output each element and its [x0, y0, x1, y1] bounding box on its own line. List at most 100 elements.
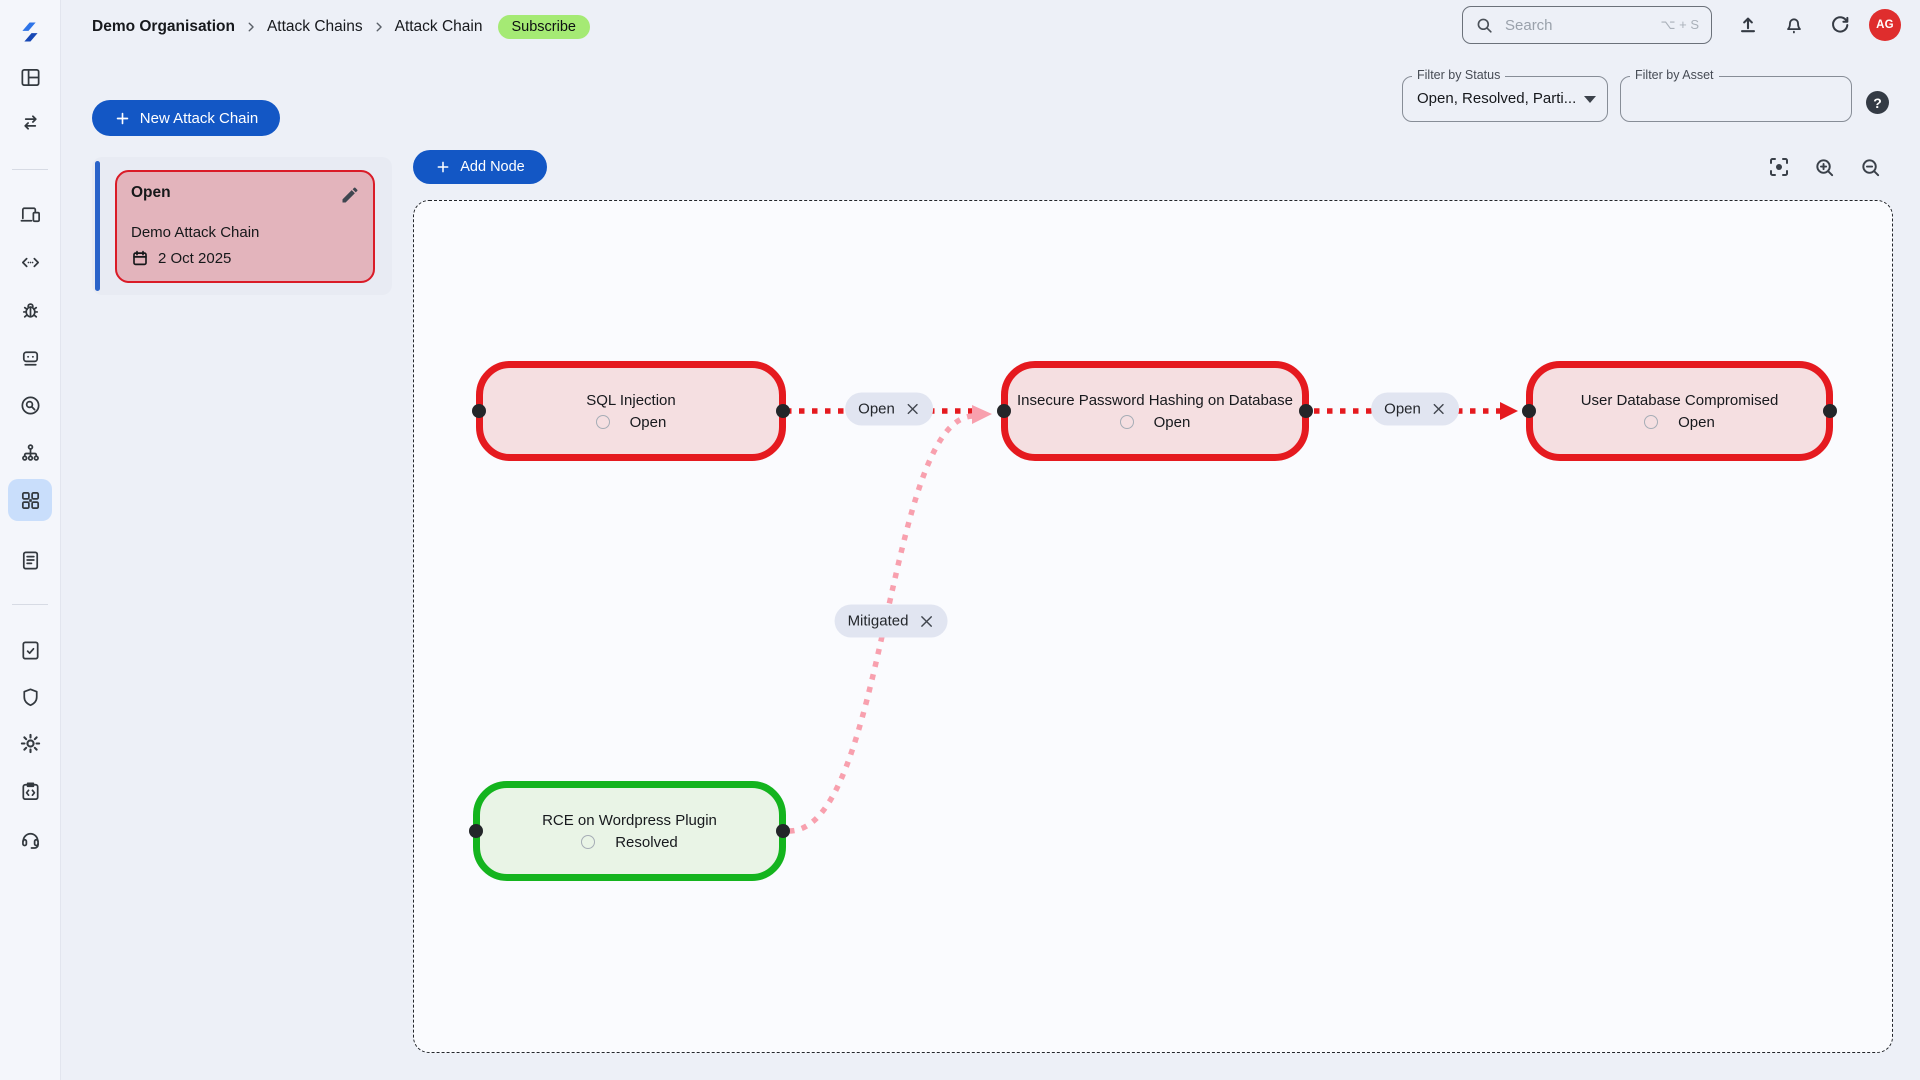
- edit-chain-button[interactable]: [340, 185, 360, 205]
- node-insecure-password-hashing[interactable]: Insecure Password Hashing on Database Op…: [997, 361, 1313, 461]
- attack-chain-canvas[interactable]: SQL Injection Open Insecure Password Has…: [413, 200, 1893, 1053]
- node-handle-right[interactable]: [776, 824, 790, 838]
- plus-icon: [437, 161, 449, 173]
- help-button[interactable]: ?: [1866, 91, 1889, 114]
- node-title: SQL Injection: [586, 391, 676, 409]
- zoom-out-button[interactable]: [1855, 152, 1885, 182]
- filter-asset-label: Filter by Asset: [1630, 68, 1719, 82]
- devices-icon: [20, 206, 40, 222]
- node-handle-right[interactable]: [1823, 404, 1837, 418]
- plus-icon: [116, 112, 129, 124]
- pencil-icon: [342, 187, 358, 203]
- edge-label-text: Open: [1384, 400, 1421, 418]
- filter-status-value: Open, Resolved, Parti...: [1417, 90, 1577, 107]
- node-handle-left[interactable]: [997, 404, 1011, 418]
- node-user-database-compromised[interactable]: User Database Compromised Open: [1522, 361, 1837, 461]
- sidebar-divider: [12, 604, 48, 605]
- sidebar-item-robot[interactable]: [0, 336, 60, 380]
- node-status: Open: [629, 413, 667, 431]
- sidebar-item-bug[interactable]: [0, 288, 60, 332]
- edge-label-text: Open: [858, 400, 895, 418]
- filter-asset-input[interactable]: [1621, 77, 1849, 119]
- edges-layer: [786, 402, 1518, 834]
- sidebar-item-shield[interactable]: [0, 675, 60, 719]
- sidebar-item-reports[interactable]: [0, 538, 60, 582]
- search-icon: [1477, 18, 1492, 33]
- sidebar: [0, 0, 61, 1080]
- code-icon: [21, 257, 39, 267]
- refresh-icon: [1832, 16, 1849, 33]
- upload-icon: [1740, 17, 1756, 33]
- breadcrumb-attack-chains[interactable]: Attack Chains: [266, 18, 363, 35]
- robot-icon: [22, 350, 38, 366]
- subscribe-badge[interactable]: Subscribe: [497, 15, 590, 39]
- close-icon: [907, 403, 918, 415]
- report-document-icon: [22, 550, 38, 570]
- refresh-button[interactable]: [1825, 10, 1855, 40]
- status-radio[interactable]: [1119, 415, 1134, 429]
- close-icon: [921, 615, 932, 627]
- filter-asset-field[interactable]: Filter by Asset: [1620, 68, 1852, 122]
- node-handle-left[interactable]: [469, 824, 483, 838]
- scope-icon: [20, 395, 40, 415]
- sidebar-item-sitemap[interactable]: [0, 431, 60, 475]
- edge-mitigated-arrowhead: [972, 405, 992, 424]
- search-box[interactable]: ⌥ + S: [1462, 6, 1712, 44]
- sidebar-item-attack-chains[interactable]: [0, 478, 60, 522]
- avatar[interactable]: AG: [1869, 9, 1901, 41]
- add-node-button[interactable]: Add Node: [413, 150, 547, 184]
- breadcrumb-attack-chain[interactable]: Attack Chain: [394, 18, 483, 35]
- sidebar-item-clipboard[interactable]: [0, 769, 60, 813]
- status-radio[interactable]: [581, 835, 596, 849]
- node-handle-left[interactable]: [472, 404, 486, 418]
- node-sql-injection[interactable]: SQL Injection Open: [472, 361, 790, 461]
- new-attack-chain-button[interactable]: New Attack Chain: [92, 100, 280, 136]
- chevron-right-icon: [376, 22, 382, 32]
- chain-list-panel: Open Demo Attack Chain 2 Oct 2025: [92, 157, 392, 295]
- dashboard-layout-icon: [20, 68, 40, 86]
- breadcrumb-org[interactable]: Demo Organisation: [92, 18, 235, 35]
- sidebar-divider: [12, 169, 48, 170]
- search-input[interactable]: [1503, 15, 1637, 35]
- node-title: User Database Compromised: [1580, 391, 1779, 409]
- settings-gear-icon: [20, 733, 40, 753]
- fit-view-button[interactable]: [1764, 152, 1794, 182]
- close-icon: [1433, 403, 1444, 415]
- zoom-in-icon: [1815, 158, 1833, 176]
- sidebar-item-devices[interactable]: [0, 192, 60, 236]
- sidebar-item-code[interactable]: [0, 240, 60, 284]
- status-radio[interactable]: [595, 415, 610, 429]
- app-logo-icon: [22, 22, 38, 42]
- remove-edge-button[interactable]: [905, 402, 920, 417]
- sidebar-item-settings[interactable]: [0, 721, 60, 765]
- sidebar-item-swap[interactable]: [0, 100, 60, 144]
- status-radio[interactable]: [1644, 415, 1659, 429]
- edge-label-open-1[interactable]: Open: [845, 392, 933, 426]
- node-title: Insecure Password Hashing on Database: [1017, 391, 1293, 409]
- app-logo[interactable]: [0, 10, 60, 54]
- attack-chain-card[interactable]: Open Demo Attack Chain 2 Oct 2025: [115, 170, 375, 283]
- chain-card-date: 2 Oct 2025: [158, 249, 232, 267]
- node-rce-wordpress-plugin[interactable]: RCE on Wordpress Plugin Resolved: [469, 781, 790, 881]
- node-handle-right[interactable]: [1299, 404, 1313, 418]
- edge-label-open-2[interactable]: Open: [1371, 392, 1459, 426]
- sidebar-item-scope[interactable]: [0, 383, 60, 427]
- node-handle-left[interactable]: [1522, 404, 1536, 418]
- edge-label-mitigated[interactable]: Mitigated: [834, 604, 948, 638]
- sidebar-item-tasks[interactable]: [0, 628, 60, 672]
- sidebar-item-support[interactable]: [0, 817, 60, 861]
- sidebar-item-dashboard[interactable]: [0, 55, 60, 99]
- filter-status-label: Filter by Status: [1412, 68, 1506, 82]
- zoom-in-button[interactable]: [1809, 152, 1839, 182]
- chain-card-status: Open: [131, 184, 171, 201]
- remove-edge-button[interactable]: [1431, 402, 1446, 417]
- remove-edge-button[interactable]: [918, 613, 934, 629]
- node-handle-right[interactable]: [776, 404, 790, 418]
- notifications-button[interactable]: [1779, 10, 1809, 40]
- chevron-down-icon: [1584, 96, 1596, 103]
- filter-status-select[interactable]: Filter by Status Open, Resolved, Parti..…: [1402, 68, 1608, 122]
- clipboard-code-icon: [21, 781, 39, 800]
- upload-button[interactable]: [1733, 10, 1763, 40]
- attack-chains-grid-icon: [21, 491, 39, 509]
- shield-icon: [22, 687, 38, 706]
